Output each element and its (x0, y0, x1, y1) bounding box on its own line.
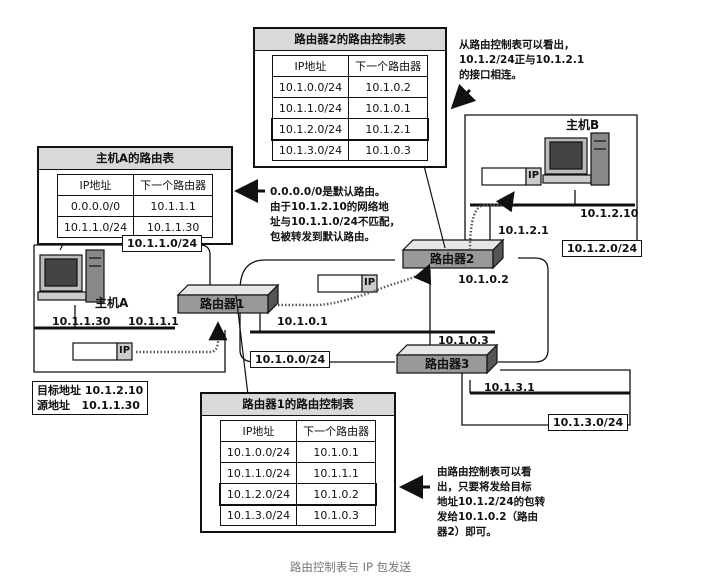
table-header: 下一个路由器 (296, 420, 377, 442)
note-router1: 由路由控制表可以看出，只要将发给目标地址10.1.2/24的包转发给10.1.0… (437, 466, 546, 538)
router-2-if-0: 10.1.0.2 (458, 273, 509, 286)
router-3-icon (395, 343, 499, 375)
network-10-1-0-outline (239, 259, 395, 363)
host-a-computer-icon (37, 249, 105, 303)
table-header: IP地址 (219, 420, 298, 442)
host-a-ip: 10.1.1.30 (52, 315, 111, 328)
network-label-10-1-2: 10.1.2.0/24 (562, 240, 643, 257)
network-label-10-1-3: 10.1.3.0/24 (548, 414, 629, 431)
packet-ip-label: IP (364, 277, 376, 288)
packet-ip-label: IP (528, 170, 540, 181)
network-label-10-1-1: 10.1.1.0/24 (122, 235, 203, 252)
network-label-10-1-0: 10.1.0.0/24 (250, 351, 331, 368)
network-10-1-3-outline (461, 369, 631, 426)
table-header: 下一个路由器 (133, 174, 214, 196)
note-default-route: 0.0.0.0/0是默认路由。由于10.1.2.10的网络地址与10.1.1.0… (270, 186, 400, 243)
router-1-table-title: 路由器1的路由控制表 (202, 394, 394, 416)
router-2-table-title: 路由器2的路由控制表 (255, 29, 445, 51)
figure-caption: 路由控制表与 IP 包发送 (289, 560, 412, 574)
router-3-if-0: 10.1.0.3 (438, 334, 489, 347)
host-b-ip: 10.1.2.10 (580, 207, 639, 220)
table-header: IP地址 (56, 174, 135, 196)
host-a-table-title: 主机A的路由表 (39, 148, 231, 170)
router-1-if-0: 10.1.0.1 (277, 315, 328, 328)
host-a-label: 主机A (95, 296, 129, 310)
host-b-label: 主机B (566, 118, 600, 132)
table-header: 下一个路由器 (348, 55, 429, 77)
packet-header-box: 目标地址 10.1.2.10 源地址 10.1.1.30 (32, 381, 149, 415)
router-2-label: 路由器2 (430, 252, 475, 266)
router-3-if-3: 10.1.3.1 (484, 381, 535, 394)
table-header: IP地址 (271, 55, 350, 77)
router-3-label: 路由器3 (425, 357, 470, 371)
router-2-icon (401, 238, 505, 270)
router-2-if-2: 10.1.2.1 (498, 224, 549, 237)
packet-ip-label: IP (119, 345, 131, 356)
router-1-label: 路由器1 (200, 297, 245, 311)
host-b-computer-icon (542, 132, 610, 186)
router-1-icon (176, 283, 280, 315)
packet-icons (72, 167, 542, 361)
router-1-if-a: 10.1.1.1 (128, 315, 179, 328)
